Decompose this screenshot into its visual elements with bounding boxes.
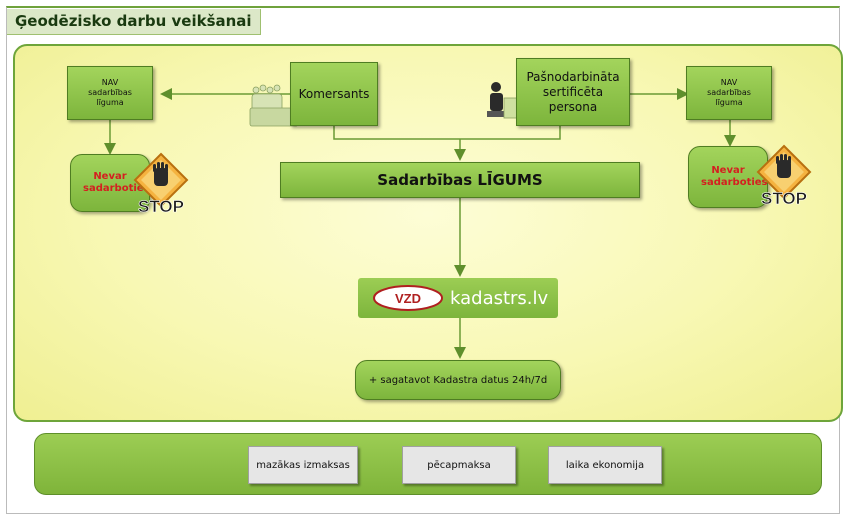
stop-hand-icon: STOP (756, 144, 812, 208)
cannot-cooperate-label-right: Nevar sadarboties (701, 165, 768, 188)
kadastrs-logo: VZD kadastrs.lv (358, 278, 558, 318)
cannot-cooperate-right: Nevar sadarboties (688, 146, 768, 208)
stop-label-left: STOP (138, 197, 184, 216)
benefit-lower-costs: mazākas izmaksas (248, 446, 358, 484)
nav-agreement-label-left: NAV sadarbības līguma (88, 78, 132, 107)
individual-label: Pašnodarbināta sertificēta persona (526, 69, 620, 114)
stop-hand-icon: STOP (133, 152, 189, 216)
komersants-label: Komersants (298, 86, 370, 101)
benefit-time-saving: laika ekonomija (548, 446, 662, 484)
cannot-cooperate-label-left: Nevar sadarboties (83, 171, 150, 194)
prepare-data-box: + sagatavot Kadastra datus 24h/7d (355, 360, 561, 400)
kadastrs-logo-text: kadastrs.lv (450, 287, 549, 309)
komersants-box: Komersants (290, 62, 378, 126)
agreement-label: Sadarbības LĪGUMS (377, 171, 543, 189)
vzd-mark-text: VZD (395, 291, 421, 306)
individual-box: Pašnodarbināta sertificēta persona (516, 58, 630, 126)
group-people-icon (249, 84, 299, 127)
prepare-data-label: + sagatavot Kadastra datus 24h/7d (368, 374, 548, 386)
merge-line (333, 126, 561, 140)
page-title: Ģeodēzisko darbu veikšanai (7, 9, 261, 35)
benefit-label: pēcapmaksa (427, 459, 491, 471)
nav-agreement-box-left: NAV sadarbības līguma (67, 66, 153, 120)
benefit-postpayment: pēcapmaksa (402, 446, 516, 484)
agreement-bar: Sadarbības LĪGUMS (280, 162, 640, 198)
benefit-label: laika ekonomija (565, 459, 645, 471)
nav-agreement-box-right: NAV sadarbības līguma (686, 66, 772, 120)
stop-label-right: STOP (761, 189, 807, 208)
vzd-logo-icon: VZD (373, 285, 443, 311)
benefit-label: mazākas izmaksas (256, 459, 350, 471)
nav-agreement-label-right: NAV sadarbības līguma (707, 78, 751, 107)
